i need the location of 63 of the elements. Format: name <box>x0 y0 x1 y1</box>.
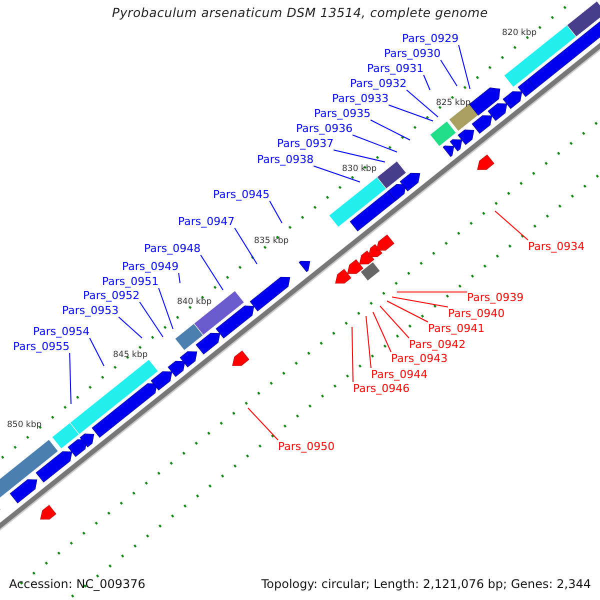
gene-label: Pars_0939 <box>467 291 524 304</box>
leader-line <box>406 90 438 118</box>
gene-label: Pars_0954 <box>33 325 90 338</box>
leader-line <box>440 60 458 86</box>
leader-line <box>352 326 354 382</box>
leader-line <box>458 44 470 90</box>
gene-label: Pars_0932 <box>350 77 407 90</box>
gene-label: Pars_0943 <box>391 352 448 365</box>
scale-label: 830 kbp <box>342 164 377 174</box>
gene-label: Pars_0955 <box>13 340 70 353</box>
leader-line <box>118 316 142 338</box>
accession-label: Accession: NC_009376 <box>9 577 146 591</box>
leader-line <box>370 120 410 140</box>
gene-label: Pars_0929 <box>402 32 459 45</box>
leader-line <box>423 74 430 90</box>
genome-info: Topology: circular; Length: 2,121,076 bp; Genes: 2,344 <box>261 577 591 591</box>
leader-line <box>178 272 180 284</box>
gene-label: Pars_0940 <box>448 307 505 320</box>
scale-label: 840 kbp <box>177 297 212 307</box>
leader-line <box>69 352 72 404</box>
leader-line <box>313 166 360 182</box>
gene-label: Pars_0952 <box>83 289 140 302</box>
gene-label: Pars_0935 <box>314 107 371 120</box>
gene-label: Pars_0946 <box>353 382 410 395</box>
leader-line <box>372 312 392 352</box>
gene-label: Pars_0951 <box>102 275 159 288</box>
scale-label: 825 kbp <box>436 98 471 108</box>
leader-line <box>388 104 434 122</box>
gene-label: Pars_0948 <box>144 242 201 255</box>
leader-line <box>139 302 164 338</box>
gene-label: Pars_0942 <box>409 338 466 351</box>
leader-line <box>494 210 528 240</box>
gene-label: Pars_0936 <box>296 122 353 135</box>
leader-line <box>333 150 386 162</box>
gene-label: Pars_0950 <box>278 440 335 453</box>
gene-label: Pars_0941 <box>428 322 485 335</box>
gene-label: Pars_0933 <box>332 92 389 105</box>
leader-line <box>386 300 428 322</box>
leader-line <box>269 200 282 224</box>
gene-label: Pars_0945 <box>213 188 270 201</box>
gene-label: Pars_0938 <box>257 153 314 166</box>
leader-line <box>158 288 174 330</box>
diagram-title: Pyrobaculum arsenaticum DSM 13514, complete genome <box>112 5 488 20</box>
scale-label: 845 kbp <box>113 350 148 360</box>
leader-line <box>89 338 104 366</box>
gene-label: Pars_0930 <box>384 47 441 60</box>
leader-line <box>200 254 224 290</box>
leader-line <box>380 306 410 338</box>
gene-label: Pars_0931 <box>367 62 424 75</box>
gene-label: Pars_0953 <box>62 304 119 317</box>
leader-line <box>234 228 258 264</box>
leader-line <box>352 134 398 152</box>
gene-label: Pars_0949 <box>122 260 179 273</box>
scale-label: 835 kbp <box>254 236 289 246</box>
gene-label: Pars_0944 <box>371 368 428 381</box>
leader-line <box>248 408 278 440</box>
gene-label: Pars_0947 <box>178 215 235 228</box>
gene-label: Pars_0934 <box>528 240 585 253</box>
leader-line <box>366 316 372 368</box>
scale-label: 820 kbp <box>502 28 537 38</box>
leader-line <box>392 296 448 308</box>
gene-label: Pars_0937 <box>277 137 334 150</box>
scale-label: 850 kbp <box>7 420 42 430</box>
